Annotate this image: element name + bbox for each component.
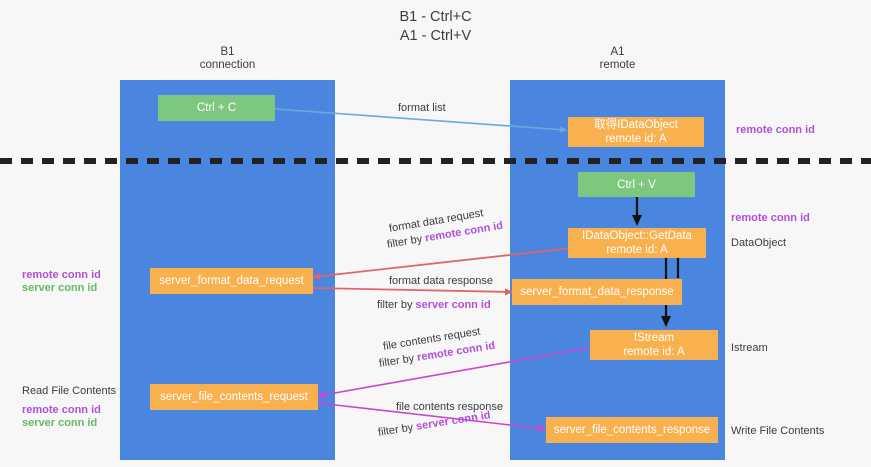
column-header-a1-role: remote [599, 59, 636, 71]
column-header-a1: A1 remote [540, 46, 695, 72]
side-label-write-file-contents: Write File Contents [731, 425, 825, 437]
diagram-title: B1 - Ctrl+C A1 - Ctrl+V [0, 8, 871, 46]
node-ctrl-c-label: Ctrl + C [196, 102, 237, 114]
column-header-b1: B1 connection [150, 46, 305, 72]
edge-label-format-data-response: format data response [389, 275, 493, 287]
node-server-format-data-request[interactable]: server_format_data_request [150, 268, 313, 294]
side-label-read-file-contents: Read File Contents [22, 385, 117, 397]
title-line-2: A1 - Ctrl+V [399, 28, 472, 44]
column-header-b1-name: B1 [220, 46, 235, 58]
node-server-format-data-response-label: server_format_data_response [520, 286, 674, 298]
column-header-a1-name: A1 [610, 46, 625, 58]
node-server-file-contents-response-label: server_file_contents_response [553, 424, 711, 436]
side-label-remote-conn-id-top: remote conn id [736, 124, 815, 136]
node-get-idataobject-remote-id: remote id: A [605, 133, 667, 145]
column-header-b1-role: connection [199, 59, 256, 71]
node-ctrl-v[interactable]: Ctrl + V [578, 172, 695, 197]
filter-prefix: filter by [378, 351, 419, 370]
edge-label-format-data-response-filter: filter by server conn id [377, 298, 491, 312]
side-label-left-remote-conn-id-2: remote conn id [22, 404, 101, 416]
node-get-idataobject-label: 取得IDataObject [594, 119, 678, 131]
node-istream[interactable]: IStream remote id: A [590, 330, 718, 360]
node-server-file-contents-request[interactable]: server_file_contents_request [150, 384, 318, 410]
side-label-left-server-conn-id-1: server conn id [22, 282, 98, 294]
side-label-left-remote-conn-id-1: remote conn id [22, 269, 101, 281]
node-server-format-data-request-label: server_format_data_request [159, 275, 304, 287]
side-label-dataobject: DataObject [731, 237, 787, 249]
node-server-file-contents-request-label: server_file_contents_request [160, 391, 308, 403]
node-server-format-data-response[interactable]: server_format_data_response [512, 279, 682, 305]
filter-prefix: filter by [377, 299, 416, 311]
filter-key-server-conn-id: server conn id [415, 299, 491, 311]
title-line-1: B1 - Ctrl+C [399, 9, 472, 25]
side-label-left-server-conn-id-2: server conn id [22, 417, 98, 429]
dashed-divider [0, 158, 871, 164]
edge-label-format-list: format list [398, 102, 446, 114]
node-ctrl-c[interactable]: Ctrl + C [158, 95, 275, 121]
node-server-file-contents-response[interactable]: server_file_contents_response [546, 417, 718, 443]
node-istream-label: IStream [633, 332, 675, 344]
node-idataobject-getdata-label: IDataObject::GetData [582, 230, 692, 242]
side-label-remote-conn-id-mid: remote conn id [731, 212, 810, 224]
node-istream-remote-id: remote id: A [623, 346, 685, 358]
node-idataobject-getdata-remote-id: remote id: A [606, 244, 668, 256]
node-idataobject-getdata[interactable]: IDataObject::GetData remote id: A [568, 228, 706, 258]
side-label-istream: Istream [731, 342, 768, 354]
node-ctrl-v-label: Ctrl + V [617, 178, 656, 191]
filter-prefix: filter by [377, 420, 418, 439]
node-get-idataobject[interactable]: 取得IDataObject remote id: A [568, 117, 704, 147]
